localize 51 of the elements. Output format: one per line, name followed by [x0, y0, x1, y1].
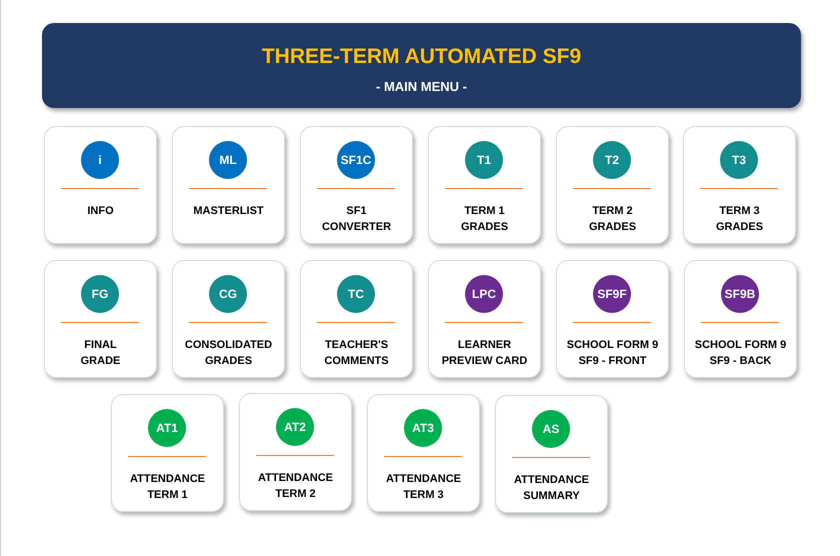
menu-card	[111, 394, 224, 512]
abbreviation-badge: SF9B	[721, 275, 759, 313]
abbreviation-badge: AT3	[404, 409, 442, 447]
abbreviation-badge: SF9F	[593, 275, 631, 313]
abbreviation-badge: LPC	[465, 275, 503, 313]
menu-label: SCHOOL FORM 9 SF9 - FRONT	[566, 338, 660, 369]
menu-card	[239, 393, 352, 511]
menu-card	[556, 126, 669, 244]
menu-label: TERM 2 GRADES	[588, 204, 638, 235]
abbreviation-badge: T1	[465, 141, 503, 179]
menu-card	[300, 126, 413, 244]
menu-card	[428, 260, 541, 378]
menu-label: ATTENDANCE TERM 3	[385, 472, 462, 503]
menu-card	[44, 260, 157, 378]
abbreviation-badge: AT2	[276, 408, 314, 446]
menu-card	[428, 126, 541, 244]
abbreviation-badge: TC	[337, 275, 375, 313]
menu-card	[684, 260, 797, 378]
menu-label: SF1 CONVERTER	[322, 204, 392, 235]
menu-label: TERM 1 GRADES	[460, 204, 510, 235]
menu-label: FINAL GRADE	[80, 338, 122, 369]
menu-label: MASTERLIST	[192, 204, 265, 219]
menu-label: ATTENDANCE TERM 1	[129, 472, 206, 503]
abbreviation-badge: CG	[209, 275, 247, 313]
menu-label: LEARNER PREVIEW CARD	[440, 338, 528, 369]
menu-card	[172, 260, 285, 378]
abbreviation-badge: i	[81, 141, 119, 179]
menu-card	[367, 394, 480, 512]
abbreviation-badge: ML	[209, 141, 247, 179]
menu-card	[495, 395, 608, 513]
abbreviation-badge: SF1C	[337, 141, 375, 179]
menu-label: ATTENDANCE TERM 2	[257, 471, 334, 502]
abbreviation-badge: AS	[532, 410, 570, 448]
menu-subtitle: - MAIN MENU -	[375, 79, 468, 94]
menu-title: THREE-TERM AUTOMATED SF9	[260, 45, 582, 69]
menu-label: CONSOLIDATED GRADES	[184, 338, 274, 369]
abbreviation-badge: AT1	[148, 409, 186, 447]
menu-label: SCHOOL FORM 9 SF9 - BACK	[694, 338, 788, 369]
menu-label: INFO	[86, 204, 115, 219]
menu-label: TERM 3 GRADES	[714, 204, 764, 235]
menu-label: ATTENDANCE SUMMARY	[513, 473, 590, 504]
menu-card	[172, 126, 285, 244]
menu-card	[44, 126, 157, 244]
abbreviation-badge: T2	[593, 141, 631, 179]
abbreviation-badge: FG	[81, 275, 119, 313]
menu-card	[300, 260, 413, 378]
menu-label: TEACHER'S COMMENTS	[323, 338, 390, 369]
header-banner	[42, 23, 801, 108]
menu-card	[683, 126, 796, 244]
menu-card	[556, 260, 669, 378]
abbreviation-badge: T3	[720, 141, 758, 179]
